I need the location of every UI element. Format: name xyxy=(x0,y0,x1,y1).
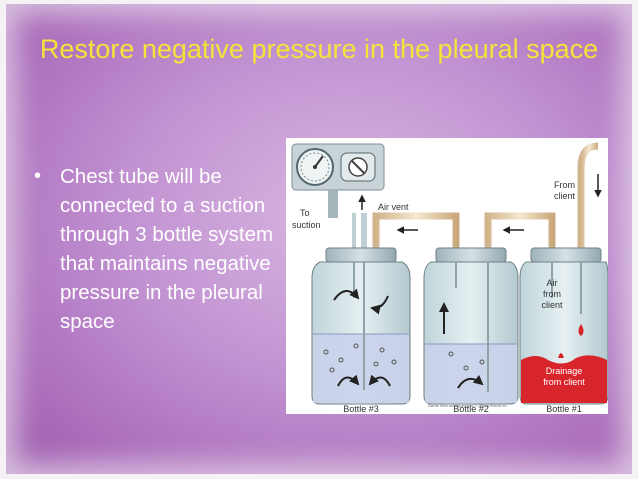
label-air-from-client-3: client xyxy=(541,300,563,310)
flow-arrows xyxy=(358,174,602,234)
label-air-vent: Air vent xyxy=(378,202,409,212)
label-to-suction-1: To xyxy=(300,208,310,218)
three-bottle-diagram: To suction Air vent From client Air from… xyxy=(286,138,608,414)
connecting-tubes xyxy=(352,142,599,248)
label-bottle-3: Bottle #3 xyxy=(343,404,379,414)
label-bottle-2: Bottle #2 xyxy=(453,404,489,414)
suction-gauge-unit xyxy=(291,143,385,218)
label-from-client-1: From xyxy=(554,180,575,190)
bottle-1 xyxy=(519,247,608,405)
label-air-from-client-2: from xyxy=(543,289,561,299)
label-from-client-2: client xyxy=(554,191,576,201)
bullet-list: • Chest tube will be connected to a suct… xyxy=(28,162,286,336)
bottle-3 xyxy=(311,247,411,405)
label-drainage-2: from client xyxy=(543,377,585,387)
bullet-item: • Chest tube will be connected to a suct… xyxy=(28,162,286,336)
figure-credit: Elsevier items and derived items © 2006 … xyxy=(428,404,508,408)
bullet-dot-icon: • xyxy=(34,165,42,187)
slide-title: Restore negative pressure in the pleural… xyxy=(39,34,599,64)
diagram-svg: To suction Air vent From client Air from… xyxy=(291,142,608,414)
label-to-suction-2: suction xyxy=(292,220,321,230)
label-bottle-1: Bottle #1 xyxy=(546,404,582,414)
bottle-2 xyxy=(423,247,519,405)
bullet-text: Chest tube will be connected to a suctio… xyxy=(60,165,274,333)
slide: Restore negative pressure in the pleural… xyxy=(6,4,632,474)
label-air-from-client-1: Air xyxy=(547,278,558,288)
label-drainage-1: Drainage xyxy=(546,366,583,376)
